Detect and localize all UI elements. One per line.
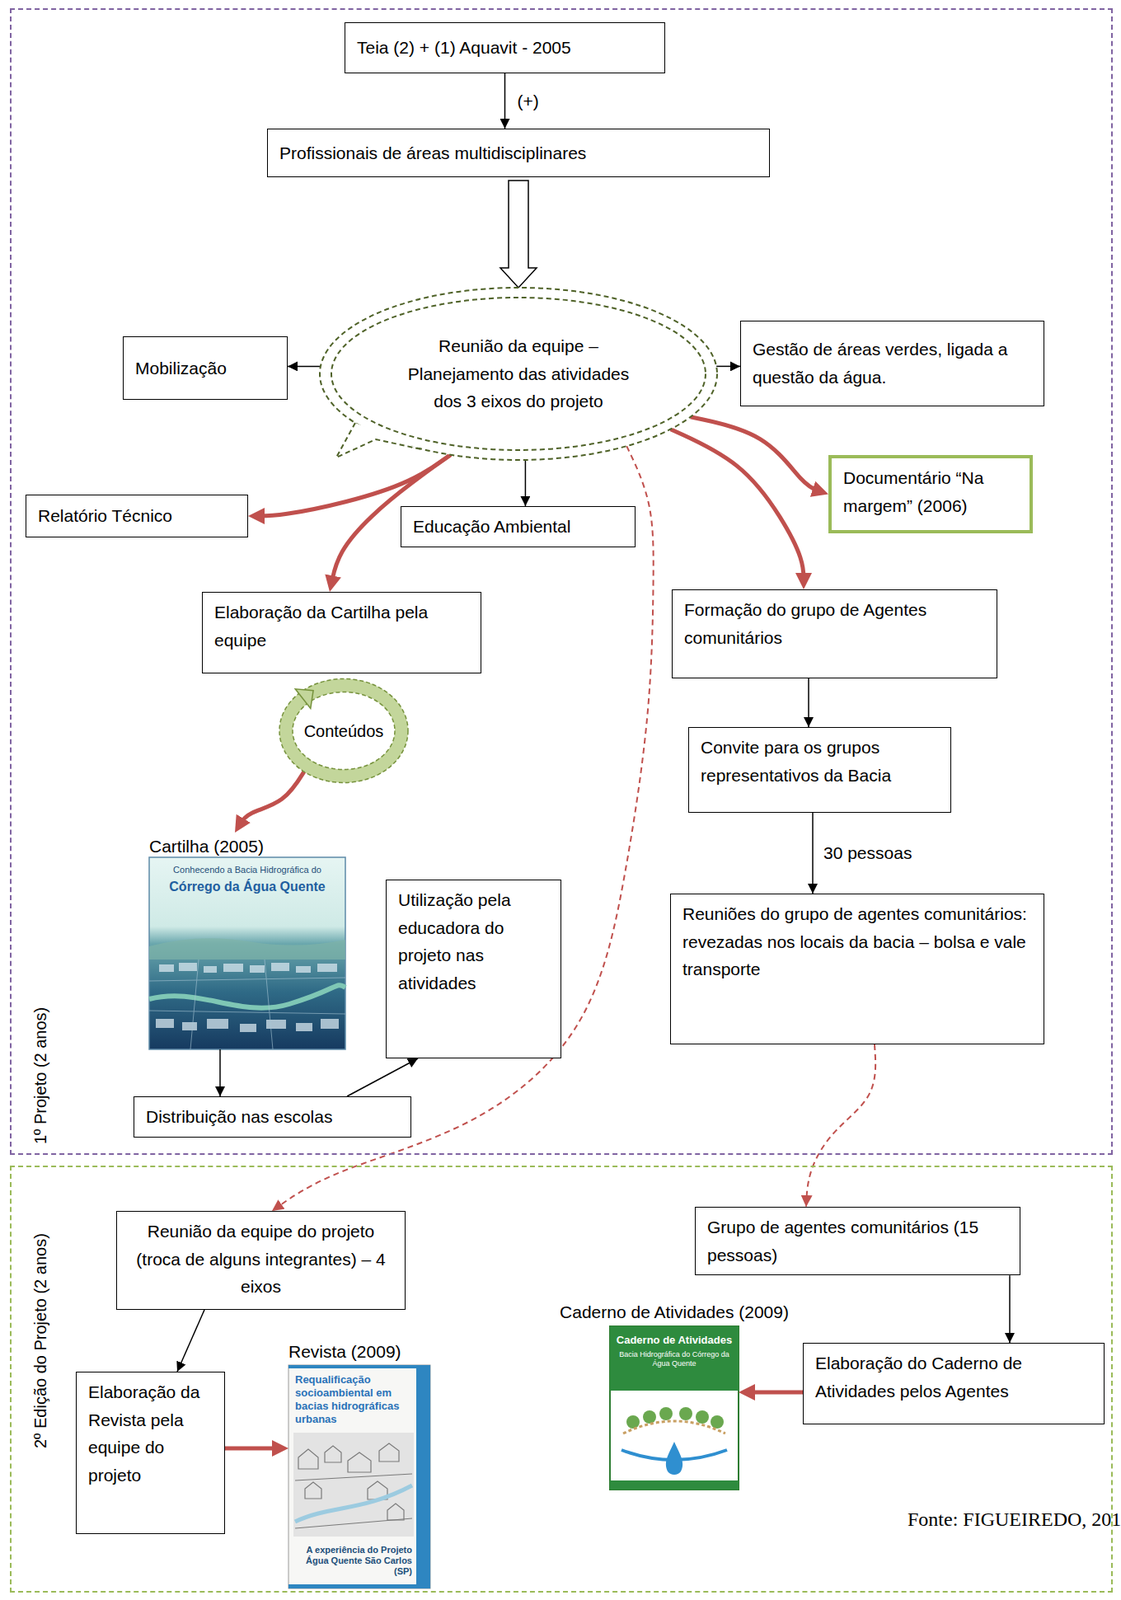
flow-arrow — [690, 417, 822, 493]
flow-arrow — [525, 459, 527, 507]
project-phase-band: 1º Projeto (2 anos) Teia (2) + (1) Aquavi… — [9, 8, 1113, 1155]
process-box: Educação Ambiental — [400, 506, 636, 548]
flow-arrow — [1008, 1275, 1011, 1343]
node-text: Reunião da equipe – Planejamento das ati… — [403, 332, 634, 416]
node-text: Gestão de áreas verdes, ligada a questão… — [752, 335, 1032, 391]
cover-text: A experiência do Projeto Água Quente São… — [300, 1544, 413, 1577]
cover-text: Revista (2009) — [288, 1340, 431, 1364]
process-box: Formação do grupo de Agentes comunitário… — [671, 589, 998, 679]
node-text: Reuniões do grupo de agentes comunitário… — [682, 900, 1032, 984]
node-text: Documentário “Na margem” (2006) — [843, 464, 1018, 520]
process-box: Reuniões do grupo de agentes comunitário… — [670, 893, 1045, 1045]
process-box: Relatório Técnico — [25, 494, 249, 538]
process-box: Elaboração da Cartilha pela equipe — [201, 591, 482, 674]
process-box: Reunião da equipe do projeto (troca de a… — [116, 1210, 406, 1310]
cover-text: Requalificação socioambiental em bacias … — [295, 1373, 411, 1426]
flow-arrow — [347, 1058, 418, 1097]
node-text: Distribuição nas escolas — [145, 1102, 399, 1131]
process-box: Grupo de agentes comunitários (15 pessoa… — [694, 1206, 1021, 1276]
node-text: Teia (2) + (1) Aquavit - 2005 — [356, 33, 653, 62]
flow-arrow — [716, 365, 741, 368]
node-text: Utilização pela educadora do projeto nas… — [398, 886, 549, 997]
source-caption: Fonte: FIGUEIREDO, 2013 — [907, 1508, 1121, 1531]
publication-cover: Revista (2009) Requalificação socioambien… — [288, 1340, 431, 1589]
publication-cover: Cartilha (2005) Conhecendo a Bacia Hidrog… — [149, 832, 346, 1050]
cover-text: Caderno de Atividades — [609, 1333, 739, 1347]
cycle-arrow: Conteúdos — [273, 673, 414, 788]
cartilha-cover-art — [149, 857, 346, 1050]
band-label: 1º Projeto (2 anos) — [31, 1007, 51, 1145]
flow-arrow — [745, 1390, 803, 1395]
node-text: Elaboração da Cartilha pela equipe — [214, 598, 470, 654]
node-text: Reunião da equipe do projeto (troca de a… — [128, 1217, 394, 1301]
flow-arrow — [806, 1044, 876, 1207]
node-text: Relatório Técnico — [37, 501, 236, 531]
cover-text: Cartilha (2005) — [149, 835, 346, 858]
node-text: Elaboração da Revista pela equipe do pro… — [88, 1378, 213, 1489]
flow-arrow — [811, 812, 814, 894]
node-text: Profissionais de áreas multidisciplinare… — [279, 139, 758, 168]
node-text: Educação Ambiental — [412, 512, 624, 541]
cover-text: Córrego da Água Quente — [149, 878, 346, 896]
highlight-box: Documentário “Na margem” (2006) — [828, 454, 1033, 534]
node-text: Conteúdos — [304, 717, 385, 745]
edge-label: (+) — [515, 89, 542, 113]
node-text: Grupo de agentes comunitários (15 pessoa… — [707, 1213, 1009, 1269]
process-box: Convite para os grupos representativos d… — [688, 727, 952, 813]
node-text: Formação do grupo de Agentes comunitário… — [684, 595, 985, 652]
process-box: Elaboração do Caderno de Atividades pelo… — [802, 1342, 1105, 1425]
flow-arrow — [670, 429, 804, 582]
revista-cover-art — [288, 1364, 431, 1589]
flow-arrow — [219, 1049, 221, 1097]
flow-arrow — [287, 365, 321, 368]
process-box: Distribuição nas escolas — [133, 1096, 412, 1138]
flow-arrow — [504, 73, 507, 129]
process-box: Utilização pela educadora do projeto nas… — [385, 879, 562, 1059]
flow-arrow — [225, 1446, 282, 1451]
node-text: Elaboração do Caderno de Atividades pelo… — [815, 1349, 1093, 1405]
band-label: 2º Edição do Projeto (2 anos) — [31, 1233, 51, 1449]
cover-text: Conhecendo a Bacia Hidrográfica do — [149, 863, 346, 876]
process-box: Profissionais de áreas multidisciplinare… — [267, 128, 770, 178]
flow-arrow — [239, 767, 307, 826]
cover-text: Bacia Hidrográfica do Córrego da Água Qu… — [616, 1350, 732, 1369]
cover-text: Caderno de Atividades (2009) — [535, 1300, 813, 1324]
flow-arrow — [177, 1309, 205, 1372]
block-arrow — [500, 180, 537, 288]
process-box: Mobilização — [122, 336, 288, 400]
node-text: Mobilização — [135, 354, 276, 383]
process-box: Teia (2) + (1) Aquavit - 2005 — [344, 22, 666, 74]
flow-arrow — [807, 678, 810, 728]
node-text: Convite para os grupos representativos d… — [700, 733, 939, 789]
process-box: Elaboração da Revista pela equipe do pro… — [75, 1371, 226, 1534]
caderno-cover-art — [609, 1326, 739, 1490]
process-box: Gestão de áreas verdes, ligada a questão… — [740, 320, 1045, 407]
edge-label: 30 pessoas — [820, 841, 915, 864]
speech-bubble: Reunião da equipe – Planejamento das ati… — [318, 286, 719, 462]
publication-cover: Caderno de Atividades (2009)Caderno de A… — [609, 1300, 739, 1490]
